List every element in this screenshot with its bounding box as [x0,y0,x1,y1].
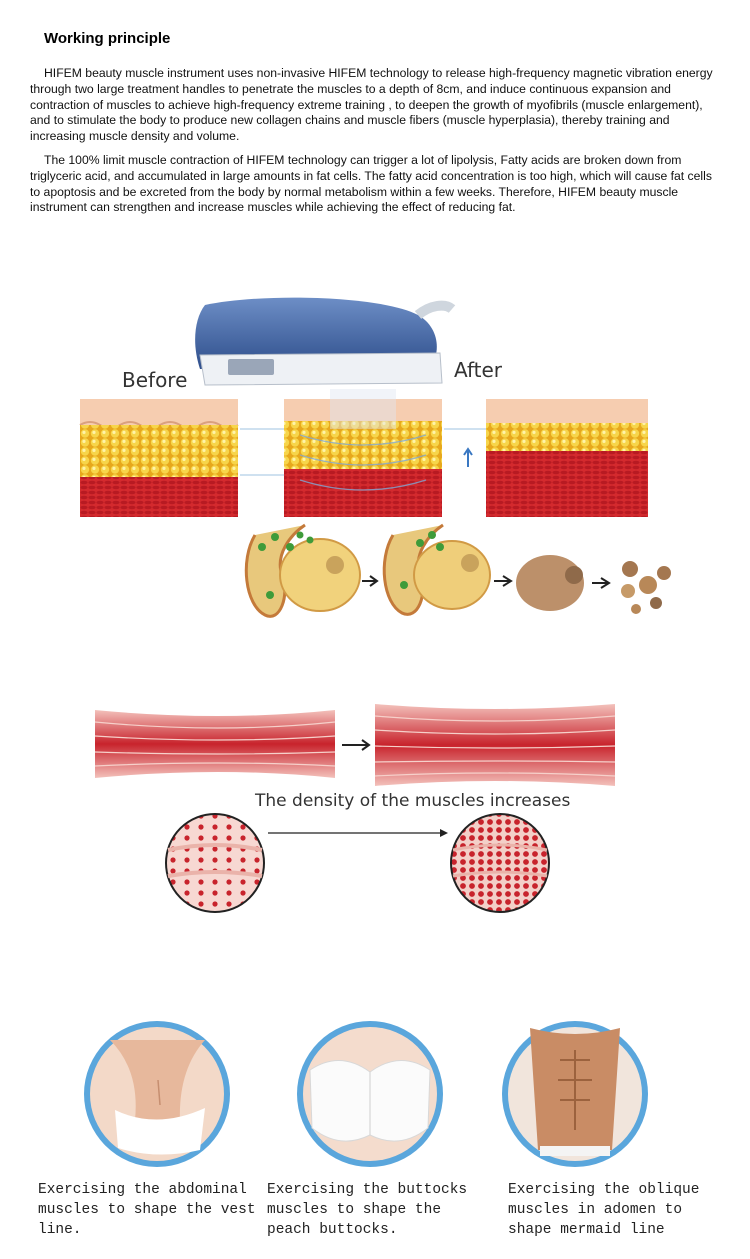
caption-abdominal: Exercising the abdominal muscles to shap… [38,1182,256,1238]
section-heading: Working principle [44,30,171,47]
tissue-block-treatment [284,389,442,517]
after-label: After [454,358,503,382]
body-areas-row [84,1021,648,1167]
buttocks-image [297,1021,443,1167]
abdomen-image [84,1021,230,1167]
paragraph-working: HIFEM beauty muscle instrument uses non-… [30,66,713,144]
tissue-block-after [486,399,648,517]
density-caption: The density of the muscles increases [254,791,570,811]
density-circle-before [165,813,265,913]
hifem-before-after-diagram: Before After [79,297,671,618]
caption-oblique: Exercising the oblique muscles in adomen… [508,1182,700,1238]
paragraph-lipolysis: The 100% limit muscle contraction of HIF… [30,153,712,215]
hifem-device [195,297,456,386]
muscle-fiber-before [94,710,336,778]
density-circle-after [450,813,550,913]
before-label: Before [122,368,187,392]
caption-buttocks: Exercising the buttocks muscles to shape… [267,1182,468,1238]
oblique-image [502,1021,648,1167]
muscle-density-diagram: The density of the muscles increases [94,704,616,913]
tissue-block-before [79,399,239,517]
muscle-fiber-after [374,704,616,786]
lipolysis-process [244,523,671,618]
